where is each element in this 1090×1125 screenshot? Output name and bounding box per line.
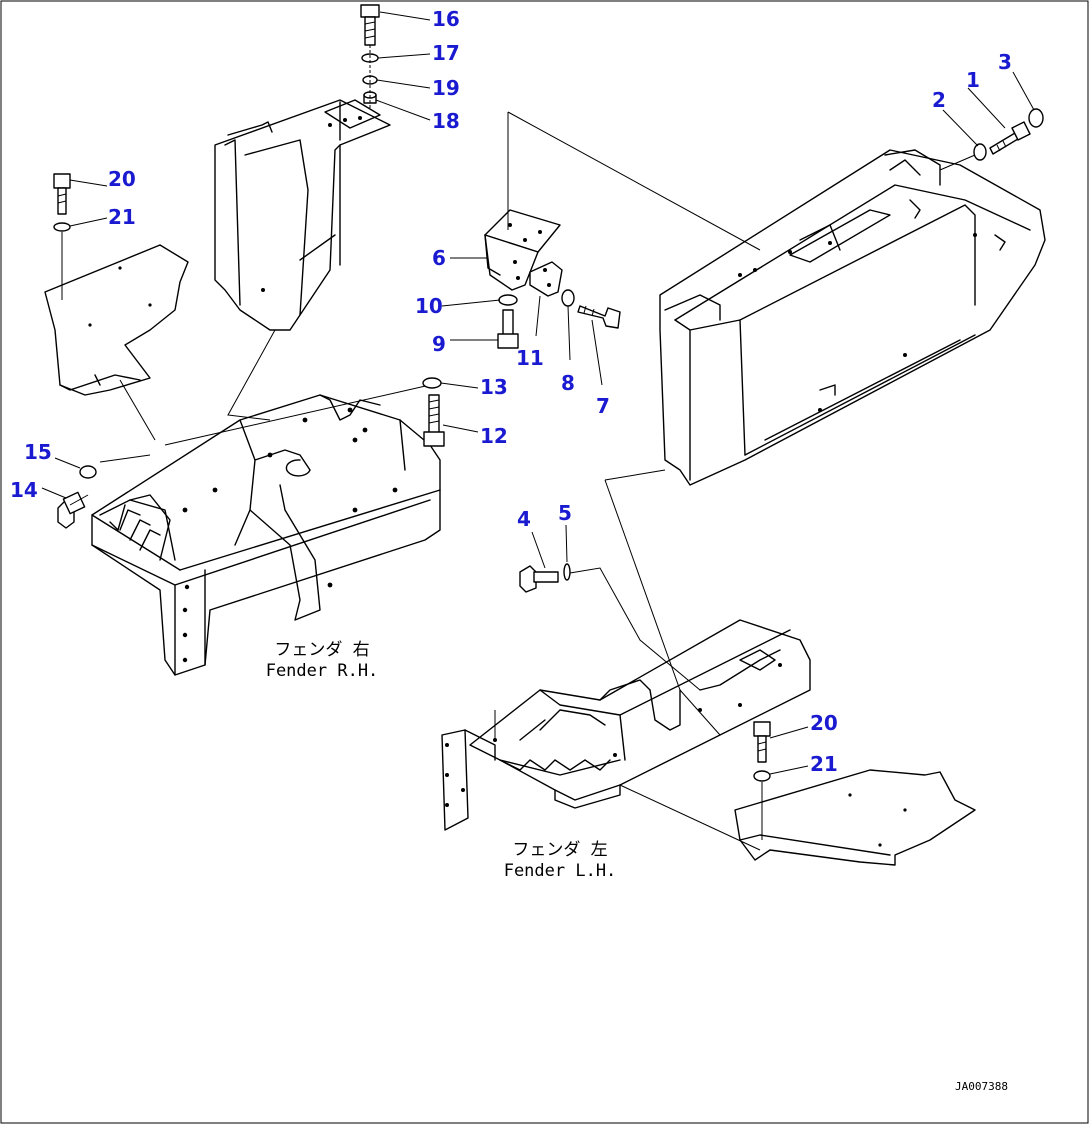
- callout-15: 15: [24, 440, 52, 464]
- bolt-12: [423, 394, 445, 447]
- bolt-16: [360, 4, 380, 46]
- caption-fender-lh-jp: フェンダ 左: [512, 840, 608, 860]
- callout-leaders: [41, 11, 1035, 775]
- plate-11: [529, 261, 563, 297]
- callout-8: 8: [561, 371, 575, 395]
- mud-guard-plate-left: [44, 244, 189, 396]
- washer-15: [79, 465, 97, 479]
- callout-4: 4: [517, 507, 531, 531]
- washer-10: [498, 294, 518, 306]
- bracket-6: [484, 209, 561, 291]
- washer-2: [973, 143, 987, 161]
- fender-rh-body: [91, 394, 441, 676]
- callout-12: 12: [480, 424, 508, 448]
- callout-1: 1: [966, 68, 980, 92]
- bolt-7: [577, 305, 621, 329]
- caption-fender-lh: フェンダ 左 Fender L.H.: [490, 840, 630, 883]
- callout-6: 6: [432, 246, 446, 270]
- callout-5: 5: [558, 501, 572, 525]
- callout-16: 16: [432, 7, 460, 31]
- callout-9: 9: [432, 332, 446, 356]
- callout-3: 3: [998, 50, 1012, 74]
- washer-13: [422, 377, 442, 389]
- callout-21-right: 21: [810, 752, 838, 776]
- caption-fender-rh: フェンダ 右 Fender R.H.: [252, 640, 392, 683]
- bolt-20-left: [53, 173, 71, 215]
- caption-fender-rh-en: Fender R.H.: [265, 661, 379, 682]
- callout-11: 11: [516, 346, 544, 370]
- mud-guard-plate-right: [734, 769, 976, 866]
- washer-8: [561, 289, 575, 307]
- callout-2: 2: [932, 88, 946, 112]
- callout-20-left: 20: [108, 167, 136, 191]
- callout-20-right: 20: [810, 711, 838, 735]
- washer-21-right: [753, 770, 771, 782]
- washer-5: [563, 563, 571, 581]
- callout-19: 19: [432, 76, 460, 100]
- bolt-1: [989, 121, 1031, 155]
- bolt-4: [519, 565, 559, 593]
- callout-18: 18: [432, 109, 460, 133]
- callout-14: 14: [10, 478, 38, 502]
- fuel-tank: [659, 149, 1046, 486]
- caption-fender-rh-jp: フェンダ 右: [274, 640, 370, 660]
- callout-10: 10: [415, 294, 443, 318]
- drawing-code: JA007388: [955, 1080, 1008, 1093]
- callout-17: 17: [432, 41, 460, 65]
- bolt-14: [57, 491, 89, 529]
- bolt-20-right: [753, 721, 771, 763]
- callout-7: 7: [596, 394, 610, 418]
- caption-fender-lh-en: Fender L.H.: [503, 861, 617, 882]
- bolt-9: [497, 309, 519, 349]
- washer-3: [1028, 108, 1044, 128]
- washer-21-left: [53, 222, 71, 232]
- callout-13: 13: [480, 375, 508, 399]
- fender-lh-body: [441, 619, 811, 831]
- fender-side-panel: [214, 99, 391, 331]
- callout-21-left: 21: [108, 205, 136, 229]
